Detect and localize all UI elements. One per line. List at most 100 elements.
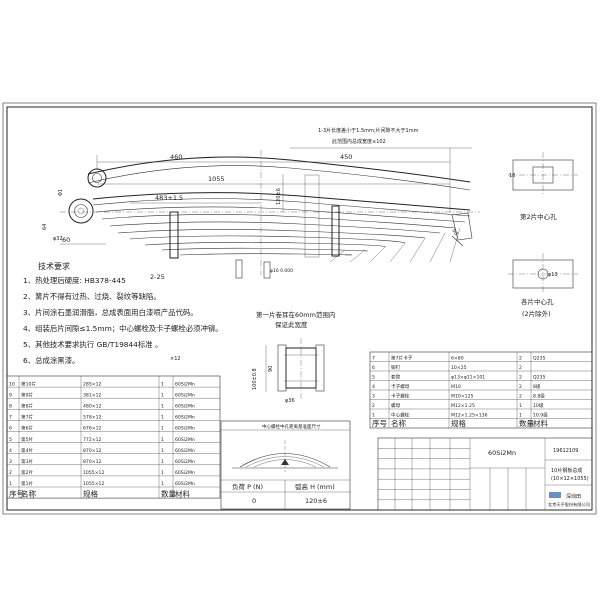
parts-table-cell: 铆钉 [391, 364, 401, 371]
leaf-table-header-cell: 规格 [83, 488, 98, 498]
parts-table-cell: 6×80 [451, 356, 464, 362]
parts-table-header-cell: 序号 [372, 418, 387, 428]
leaf-table-cell: 60Si2Mn [175, 392, 195, 398]
leaf-10 [179, 253, 352, 256]
parts-table-cell: 10.9级 [533, 412, 548, 419]
hatch-6 [429, 232, 446, 263]
parts-table-cell: 6 [372, 365, 375, 371]
leaf-table-cell: 1 [161, 459, 164, 465]
leaf-table-cell: 870×12 [83, 459, 102, 465]
parts-table-header-cell: 规格 [451, 418, 466, 428]
tb-grid [378, 438, 527, 510]
leaf-table-cell: 第7片 [21, 414, 34, 421]
front-eye-inner [92, 173, 102, 183]
company-logo [549, 492, 561, 498]
leaf-2b [92, 198, 471, 217]
parts-table-header-cell: 名称 [391, 418, 406, 428]
bolt-d36: φ36 [285, 398, 295, 404]
hatch-4 [389, 242, 406, 263]
dim-2-25: 2-25 [150, 273, 165, 281]
leaf-table-cell: 第6片 [21, 425, 34, 432]
leaf-table-cell: 60Si2Mn [175, 470, 195, 476]
detail-other-leaves [508, 253, 578, 294]
outer-frame [2, 102, 597, 515]
hatch-7 [449, 227, 461, 263]
leaf-table-header-cell: 材料 [175, 488, 190, 498]
hatch-3 [369, 246, 386, 263]
leaf-table-cell: 1 [161, 448, 164, 454]
tol-bolt: φ16 0.000 [270, 268, 293, 274]
detail-hole [537, 268, 549, 280]
requirement-1: 1、热处理后硬度: HB378-445 [23, 276, 126, 285]
leaf-table-cell: 1 [161, 415, 164, 421]
load-table [220, 420, 351, 510]
dim-64: 64 [42, 224, 48, 230]
parts-table-cell: 1 [372, 413, 375, 419]
dim-120: 120±6 [276, 188, 282, 205]
detail2-18: 18 [509, 173, 515, 179]
detail-d13: φ13 [548, 272, 558, 278]
leaf-table-cell: 第4片 [21, 447, 34, 454]
requirement-3: 3、片间涂石墨润滑脂，总成表面用白漆喷产品代码。 [23, 308, 198, 317]
rear-end [451, 212, 473, 241]
leaf-table-header-cell: 数量 [161, 488, 176, 498]
leaf-spring-main-view [60, 147, 480, 279]
leaf-table-cell: 1 [161, 470, 164, 476]
leaf-table-cell: 3 [9, 459, 12, 465]
leaf-table-frame [6, 375, 221, 499]
parts-table-cell: 10×25 [451, 365, 467, 371]
clamp-right [331, 205, 340, 257]
parts-table-cell: 10级 [533, 402, 544, 409]
parts-table-cell: 8级 [533, 383, 541, 390]
leaf-table-cell: 4 [9, 448, 12, 454]
rear-eye-hole [77, 207, 85, 215]
leaf-table-cell: 1055×12 [83, 470, 104, 476]
leaf-table-cell: 1 [161, 481, 164, 487]
leaf-table-cell: 第8片 [21, 403, 34, 410]
leaf-table-cell: 1 [161, 404, 164, 410]
parts-table-header-cell: 数量 [519, 418, 534, 428]
leaf-table-header-cell: 名称 [21, 488, 36, 498]
load-h1: 负荷 P (N) [232, 482, 263, 491]
leaf-3 [95, 206, 466, 223]
bolt-100: 100±0.8 [252, 368, 258, 390]
hatch-2 [349, 249, 366, 263]
eye-section-view [265, 338, 325, 400]
dim-450: 450 [340, 153, 352, 161]
leaf-table-cell: 1 [161, 437, 164, 443]
load-v1: 0 [252, 497, 256, 505]
leaf-table-cell: 60Si2Mn [175, 426, 195, 432]
dim-phi32: φ32 [53, 236, 63, 242]
leaf-table-cell: 5 [9, 437, 12, 443]
dim-1055: 1055 [208, 175, 225, 183]
dim-483: 483±1.5 [155, 194, 183, 202]
detail2-title: 第2片中心孔 [520, 212, 557, 221]
parts-table-cell: M12×1.25×136 [451, 413, 488, 419]
parts-table-cell: 中心螺栓 [391, 412, 410, 419]
tb-name2: (10×12×1055) [551, 476, 589, 482]
leaf-1b [87, 165, 471, 191]
rear-end-tip [451, 235, 464, 247]
parts-table-cell: Q235 [533, 375, 545, 381]
load-title: 中心螺栓中孔距离基准面尺寸 [262, 423, 321, 430]
bolt-x12: ×12 [170, 356, 181, 362]
detail-second-leaf [508, 152, 578, 196]
load-arrow [281, 459, 289, 465]
title-block [377, 437, 593, 511]
requirement-5: 5、其他技术要求执行 GB/T19844标准 。 [23, 340, 163, 349]
parts-table-cell: 1 [519, 403, 522, 409]
leaf-table-cell: 60Si2Mn [175, 459, 195, 465]
leaf-8 [144, 242, 386, 248]
bolt-stub-left [235, 259, 243, 279]
parts-table-cell: 第7片卡子 [391, 355, 413, 362]
eye-section-left [277, 344, 287, 392]
parts-table-cell: 2 [519, 356, 522, 362]
tb-company: 深圳田 [566, 493, 581, 500]
parts-table-cell: 2 [519, 365, 522, 371]
leaf-table-cell: 第3片 [21, 458, 34, 465]
bolt-90: 90 [268, 366, 274, 372]
leaf-table-cell: 60Si2Mn [175, 381, 195, 387]
note-width: 此范围内总成宽度≤102 [332, 138, 386, 145]
